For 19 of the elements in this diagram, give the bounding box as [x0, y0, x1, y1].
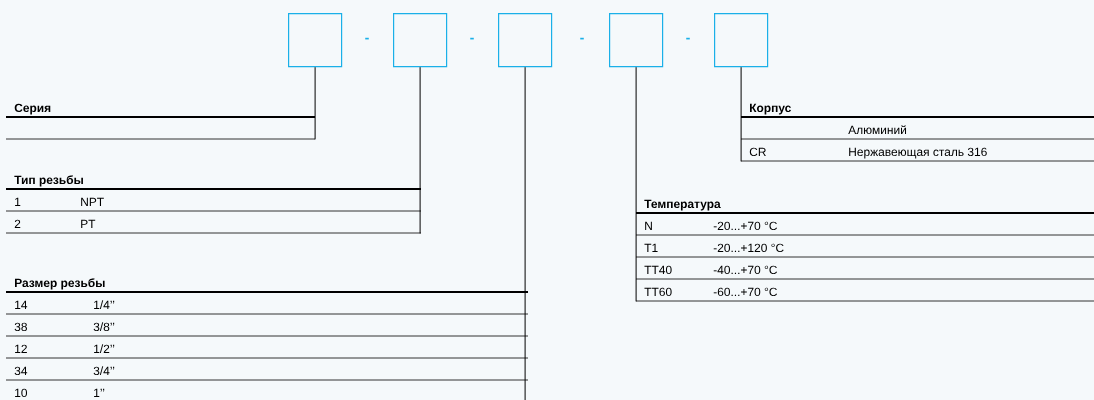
- leader-line: [635, 66, 637, 302]
- option-table: Корпус Алюминий CR Нержавеющая сталь 316: [740, 103, 1094, 162]
- code-box: [393, 13, 448, 68]
- code-box: [609, 13, 664, 68]
- separator-dash: -: [365, 37, 369, 40]
- option-table: Серия: [5, 103, 316, 140]
- option-table: Температура N -20...+70 °C T1 -20...+120 °C TT40 -40...+70 °C TT60 -60...+70 °C: [635, 199, 1094, 302]
- option-table: Тип резьбы 1 NPT 2 PT: [5, 175, 422, 234]
- code-box: [714, 13, 769, 68]
- leader-line: [314, 66, 316, 140]
- leader-line: [524, 66, 526, 400]
- leader-line: [740, 66, 742, 162]
- option-table: Размер резьбы 14 1/4’’ 38 3/8’’ 12 1/2’’ 34 3/4’’ 10 1’’: [5, 278, 529, 398]
- separator-dash: -: [686, 37, 690, 40]
- leader-line: [419, 66, 421, 234]
- code-box: [498, 13, 553, 68]
- code-box: [288, 13, 343, 68]
- separator-dash: -: [470, 37, 474, 40]
- separator-dash: -: [580, 37, 584, 40]
